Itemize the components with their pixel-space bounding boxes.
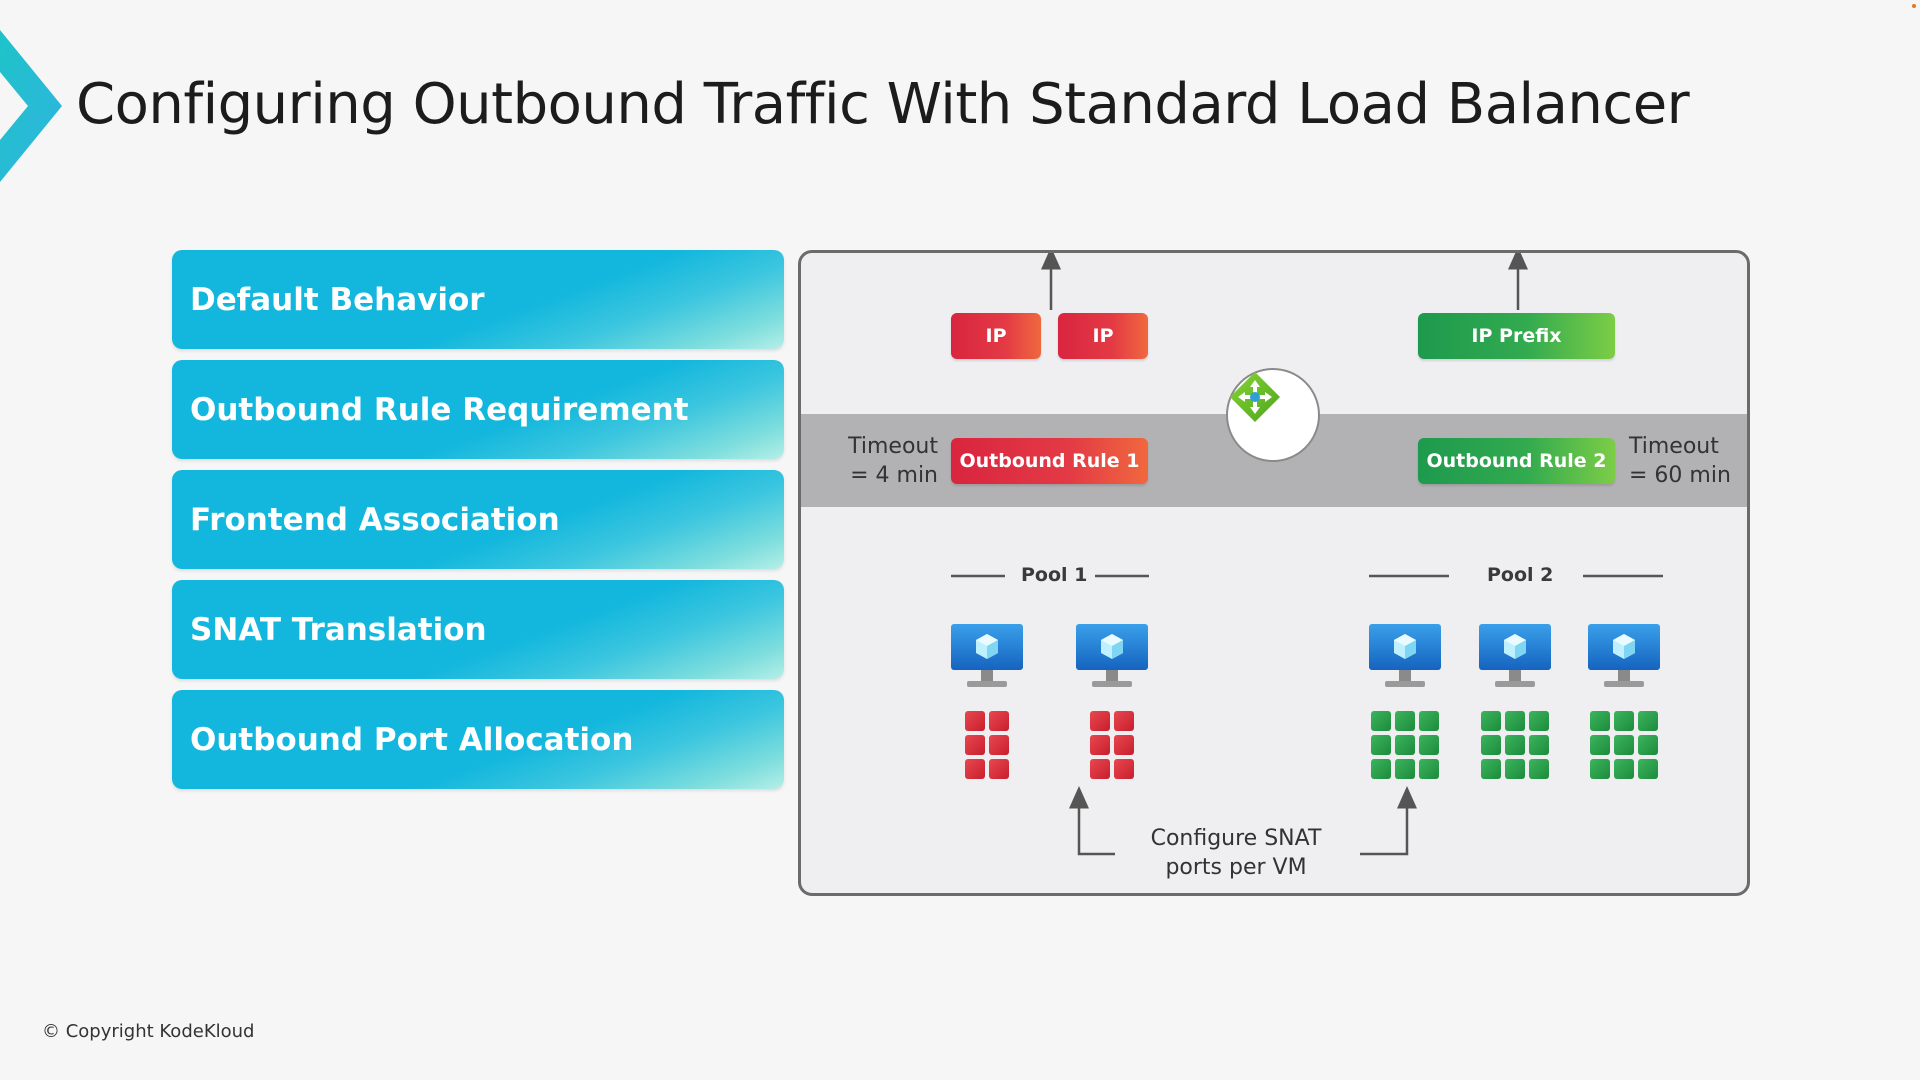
snat-port-icon bbox=[1371, 759, 1391, 779]
snat-port-icon bbox=[1505, 759, 1525, 779]
snat-port-icon bbox=[1590, 735, 1610, 755]
virtual-machine-icon bbox=[951, 624, 1023, 692]
snat-port-icon bbox=[1090, 735, 1110, 755]
ip-badge: IP bbox=[1058, 313, 1148, 359]
rule2-timeout-line1: Timeout bbox=[1629, 434, 1719, 459]
menu-item-outbound-port-allocation[interactable]: Outbound Port Allocation bbox=[172, 690, 784, 789]
menu-item-default-behavior[interactable]: Default Behavior bbox=[172, 250, 784, 349]
menu-item-snat-translation[interactable]: SNAT Translation bbox=[172, 580, 784, 679]
snat-port-icon bbox=[1529, 711, 1549, 731]
snat-ports-grid bbox=[1481, 711, 1549, 779]
rule1-timeout-line1: Timeout bbox=[848, 434, 938, 459]
snat-port-icon bbox=[1419, 759, 1439, 779]
snat-port-icon bbox=[1114, 735, 1134, 755]
menu-item-label: Outbound Port Allocation bbox=[190, 721, 634, 758]
snat-port-icon bbox=[1371, 735, 1391, 755]
load-balancer-icon bbox=[1226, 368, 1320, 462]
copyright-footer: © Copyright KodeKloud bbox=[42, 1021, 255, 1042]
snat-port-icon bbox=[1505, 735, 1525, 755]
menu-item-label: Default Behavior bbox=[190, 281, 485, 318]
snat-port-icon bbox=[1090, 711, 1110, 731]
snat-port-icon bbox=[1614, 759, 1634, 779]
pool-2-label: Pool 2 bbox=[1487, 564, 1554, 586]
outbound-rule-2: Outbound Rule 2 bbox=[1418, 438, 1615, 484]
snat-note-line2: ports per VM bbox=[1165, 855, 1307, 880]
snat-ports-grid bbox=[1590, 711, 1658, 779]
menu-item-frontend-association[interactable]: Frontend Association bbox=[172, 470, 784, 569]
virtual-machine-icon bbox=[1369, 624, 1441, 692]
snat-port-icon bbox=[1395, 735, 1415, 755]
snat-port-icon bbox=[1638, 735, 1658, 755]
snat-port-icon bbox=[1614, 735, 1634, 755]
snat-arrow-left bbox=[1069, 786, 1115, 856]
rule2-timeout-line2: = 60 min bbox=[1629, 463, 1731, 488]
snat-note-line1: Configure SNAT bbox=[1150, 826, 1322, 851]
snat-port-icon bbox=[965, 711, 985, 731]
snat-port-icon bbox=[1114, 711, 1134, 731]
snat-port-icon bbox=[1481, 759, 1501, 779]
snat-arrow-right bbox=[1360, 786, 1417, 856]
snat-ports-grid bbox=[965, 711, 1009, 779]
snat-port-icon bbox=[1090, 759, 1110, 779]
menu-item-label: Frontend Association bbox=[190, 501, 560, 538]
snat-port-icon bbox=[1481, 711, 1501, 731]
snat-port-icon bbox=[1529, 735, 1549, 755]
snat-port-icon bbox=[1395, 759, 1415, 779]
snat-port-icon bbox=[989, 735, 1009, 755]
virtual-machine-icon bbox=[1076, 624, 1148, 692]
ip-prefix-badge: IP Prefix bbox=[1418, 313, 1615, 359]
outbound-rules-diagram: IP IP IP Prefix Timeout = 4 min Outbound… bbox=[798, 250, 1750, 896]
ip-badge: IP bbox=[951, 313, 1041, 359]
snat-port-icon bbox=[1371, 711, 1391, 731]
snat-port-icon bbox=[965, 759, 985, 779]
outbound-rule-1: Outbound Rule 1 bbox=[951, 438, 1148, 484]
snat-port-icon bbox=[1590, 759, 1610, 779]
menu-item-label: Outbound Rule Requirement bbox=[190, 391, 689, 428]
menu-item-outbound-rule-requirement[interactable]: Outbound Rule Requirement bbox=[172, 360, 784, 459]
menu-item-label: SNAT Translation bbox=[190, 611, 487, 648]
page-title: Configuring Outbound Traffic With Standa… bbox=[76, 72, 1690, 137]
topic-menu: Default Behavior Outbound Rule Requireme… bbox=[172, 250, 784, 800]
snat-port-icon bbox=[1638, 711, 1658, 731]
rule2-timeout: Timeout = 60 min bbox=[1629, 432, 1731, 490]
logo-chevron-icon bbox=[0, 30, 62, 182]
snat-port-icon bbox=[1590, 711, 1610, 731]
snat-ports-grid bbox=[1371, 711, 1439, 779]
snat-port-icon bbox=[1638, 759, 1658, 779]
virtual-machine-icon bbox=[1479, 624, 1551, 692]
snat-port-icon bbox=[1614, 711, 1634, 731]
snat-port-icon bbox=[1419, 711, 1439, 731]
virtual-machine-icon bbox=[1588, 624, 1660, 692]
snat-port-icon bbox=[1395, 711, 1415, 731]
snat-ports-grid bbox=[1090, 711, 1134, 779]
corner-indicator bbox=[1912, 4, 1916, 8]
snat-port-icon bbox=[989, 759, 1009, 779]
snat-ports-note: Configure SNAT ports per VM bbox=[1131, 824, 1341, 882]
rule1-timeout-line2: = 4 min bbox=[850, 463, 938, 488]
pool-1-label: Pool 1 bbox=[1021, 564, 1088, 586]
rule1-timeout: Timeout = 4 min bbox=[848, 432, 938, 490]
snat-port-icon bbox=[1114, 759, 1134, 779]
snat-port-icon bbox=[1419, 735, 1439, 755]
diagram-connectors bbox=[951, 253, 1663, 856]
snat-port-icon bbox=[989, 711, 1009, 731]
snat-port-icon bbox=[1505, 711, 1525, 731]
snat-port-icon bbox=[1481, 735, 1501, 755]
snat-port-icon bbox=[965, 735, 985, 755]
snat-port-icon bbox=[1529, 759, 1549, 779]
